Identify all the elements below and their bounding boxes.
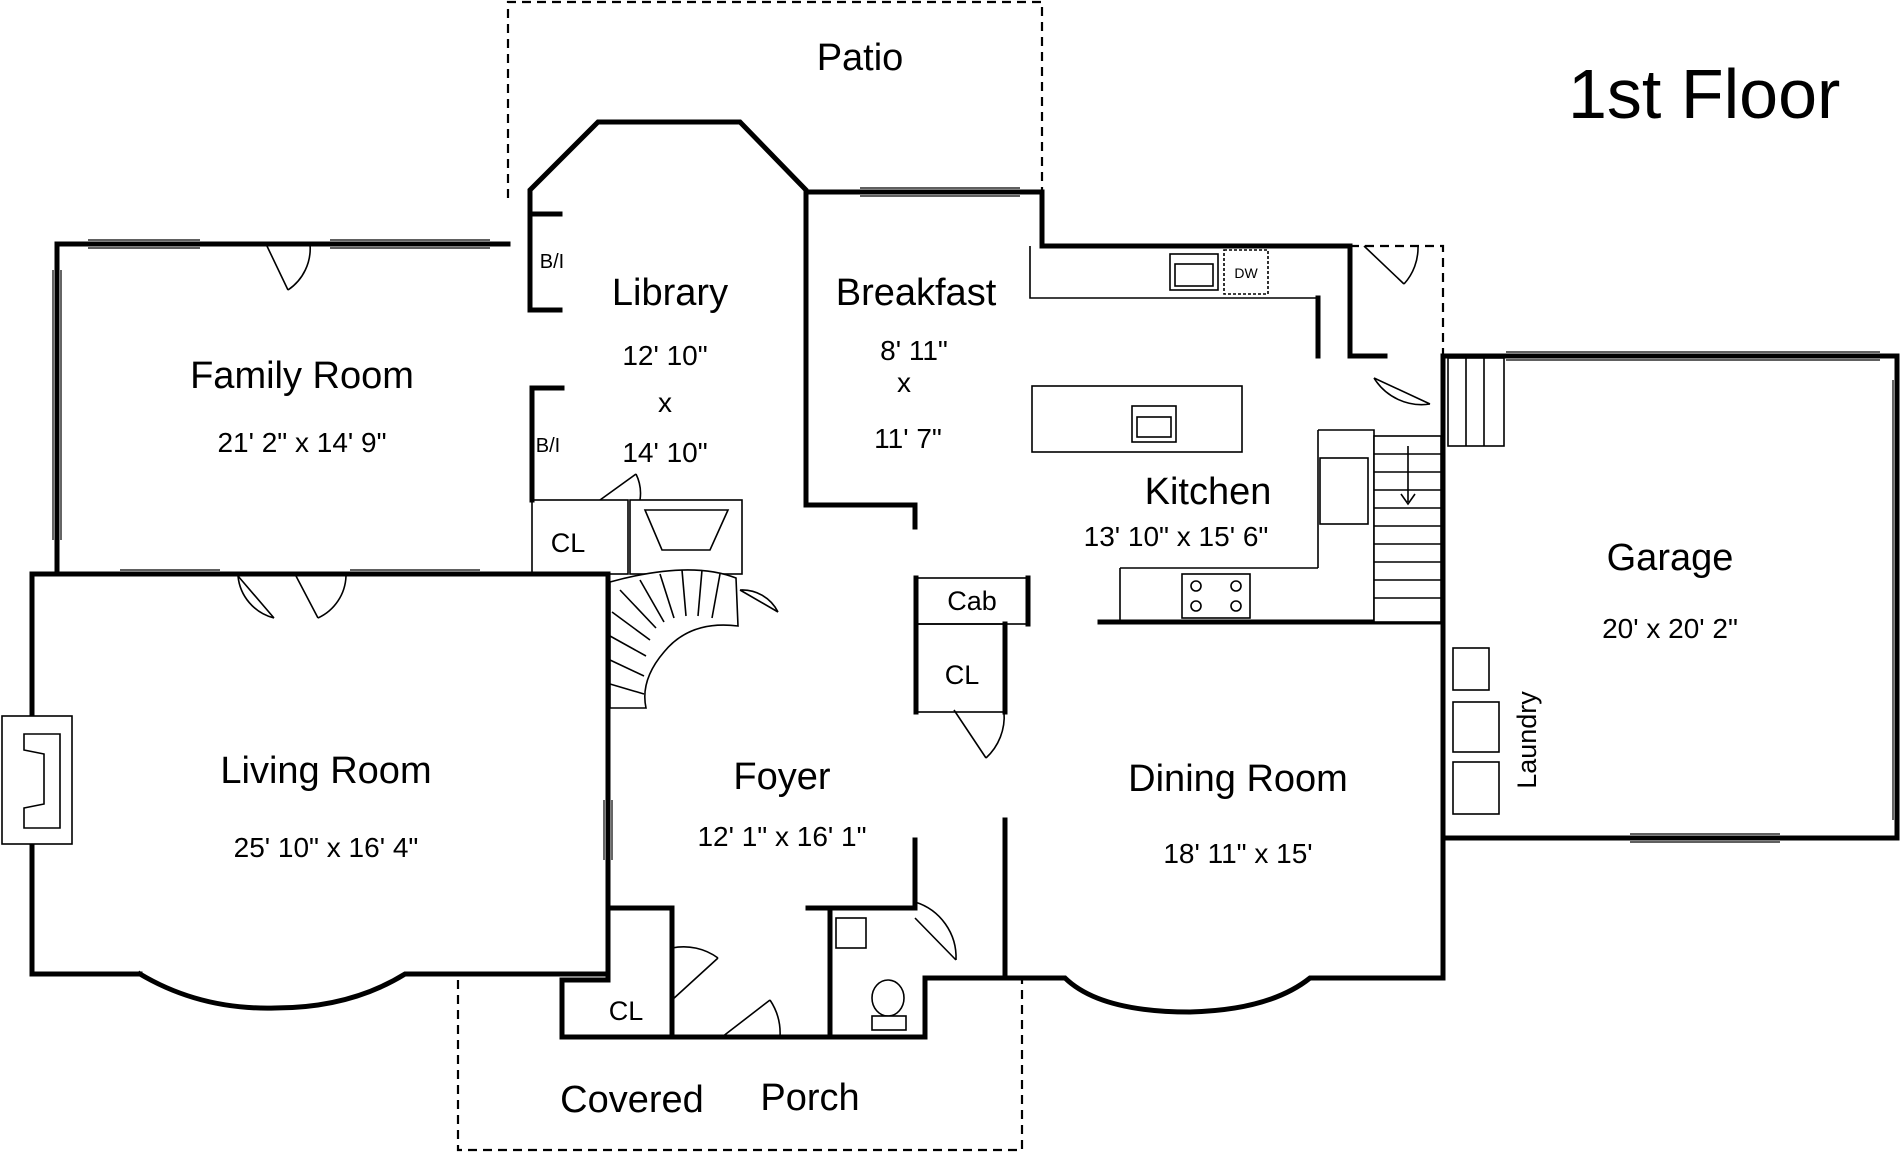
powder-room-sink [835, 917, 867, 949]
living-room-bay-window [136, 970, 611, 1011]
kitchen-exterior-door-outline [1350, 244, 1445, 356]
living-room-dim: 25' 10" x 16' 4" [234, 832, 419, 863]
library-label: Library [612, 272, 728, 314]
garage-steps [1447, 357, 1505, 447]
range-cooktop [1181, 573, 1251, 619]
living-room-walls [29, 571, 143, 977]
porch-label: Porch [760, 1077, 859, 1119]
powder-room-toilet [871, 979, 905, 1017]
breakfast-dim-1: 8' 11" [880, 335, 948, 366]
dining-south-wall [1002, 975, 1446, 1015]
dining-room-label: Dining Room [1128, 758, 1348, 800]
family-room-walls [54, 241, 511, 577]
center-closet-label: CL [945, 660, 980, 690]
doors [237, 243, 1431, 1038]
garage-dim: 20' x 20' 2" [1602, 613, 1738, 644]
breakfast-label: Breakfast [836, 272, 997, 314]
refrigerator [1319, 457, 1369, 525]
laundry-sink [1452, 647, 1490, 691]
breakfast-dim-x: x [897, 367, 911, 398]
bi-lower-label: B/I [536, 435, 560, 457]
island-sink [1131, 405, 1177, 443]
bi-upper-label: B/I [540, 251, 564, 273]
fireplace-family-library-inner [643, 509, 730, 551]
kitchen-label: Kitchen [1145, 471, 1272, 513]
floor-title: 1st Floor [1568, 55, 1840, 133]
dryer [1452, 761, 1500, 815]
library-closet [531, 499, 629, 575]
fireplace-family-library [629, 499, 743, 575]
foyer-curved-stair [609, 569, 739, 709]
family-room-label: Family Room [190, 355, 414, 397]
library-walls [527, 119, 918, 530]
porch-closet-label: CL [609, 996, 644, 1026]
porch-entry-walls [559, 971, 1008, 1040]
kitchen-sink [1169, 253, 1219, 291]
garage-label: Garage [1607, 537, 1734, 579]
patio-label: Patio [817, 37, 904, 79]
patio-outline [506, 0, 1044, 198]
living-room-fireplace [1, 715, 73, 845]
garage-stair-arrow [1400, 446, 1416, 506]
covered-label: Covered [560, 1079, 704, 1121]
laundry-label: Laundry [1512, 691, 1542, 789]
kitchen-sink-basin [1174, 263, 1214, 287]
kitchen-dim: 13' 10" x 15' 6" [1084, 521, 1269, 552]
washer [1452, 701, 1500, 753]
library-dim-2: 14' 10" [622, 437, 707, 468]
cabinet-label: Cab [947, 586, 997, 616]
dishwasher [1223, 249, 1269, 295]
living-room-label: Living Room [220, 750, 431, 792]
foyer-dim: 12' 1" x 16' 1" [697, 821, 866, 852]
breakfast-dim-2: 11' 7" [874, 423, 942, 454]
library-dim-x: x [658, 387, 672, 418]
library-closet-label: CL [551, 528, 586, 558]
foyer-label: Foyer [733, 756, 830, 798]
island-sink-basin [1136, 416, 1172, 438]
porch-outline [456, 978, 1024, 1152]
family-room-dim: 21' 2" x 14' 9" [217, 427, 386, 458]
garage-walls [1440, 353, 1900, 841]
windows [52, 187, 1894, 860]
dishwasher-label: DW [1234, 265, 1258, 281]
porch-closet-walls [605, 905, 675, 1040]
library-dim-1: 12' 10" [622, 340, 707, 371]
breakfast-north-wall [803, 189, 1388, 359]
dining-room-dim: 18' 11" x 15' [1163, 838, 1312, 869]
